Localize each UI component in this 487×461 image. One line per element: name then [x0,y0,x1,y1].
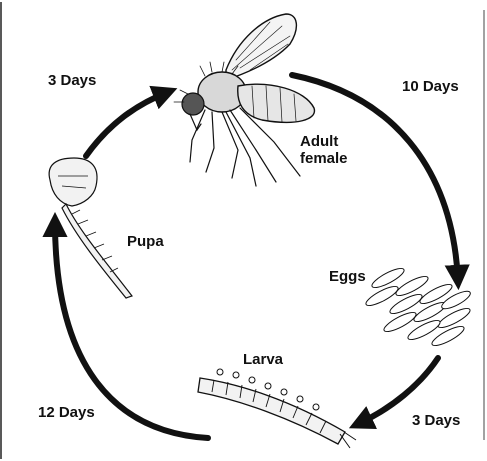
eggs-label: Eggs [329,268,366,285]
adult-female-label: Adult female [300,133,348,167]
arrow-adult-to-eggs [292,75,458,280]
larva-label: Larva [243,351,283,368]
arrow-pupa-to-adult [86,92,168,156]
duration-adult-to-eggs: 10 Days [402,78,459,95]
duration-pupa-to-adult: 3 Days [48,72,96,89]
duration-eggs-to-larva: 3 Days [412,412,460,429]
pupa-illustration [49,158,132,298]
pupa-label: Pupa [127,233,164,250]
larva-illustration [198,369,356,448]
adult-female-illustration [174,14,314,186]
duration-larva-to-pupa: 12 Days [38,404,95,421]
